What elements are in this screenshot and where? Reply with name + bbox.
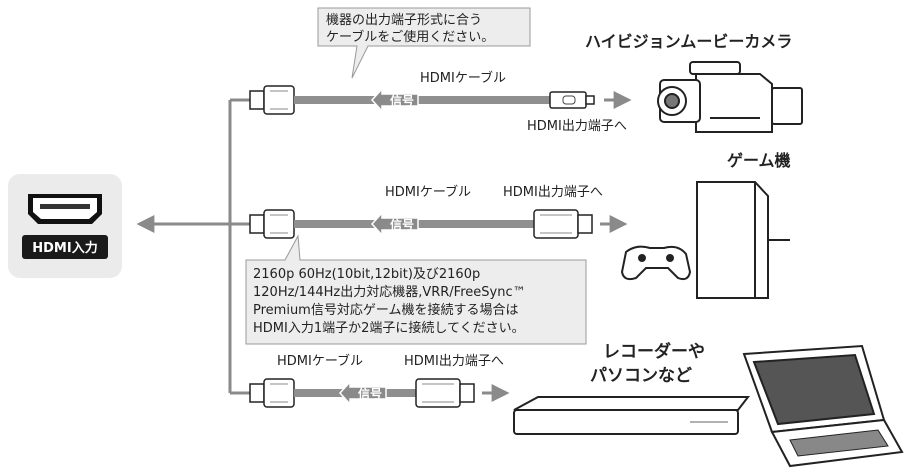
hdmi-port-icon [28, 194, 102, 224]
cable-row-2: 信号 HDMIケーブル HDMI出力端子へ [249, 184, 628, 239]
port-label: HDMI出力端子へ [527, 119, 627, 134]
hdmi-input-label: HDMI入力 [32, 240, 97, 256]
port-label: HDMI出力端子へ [503, 185, 603, 200]
device-name-camcorder: ハイビジョンムービーカメラ [585, 32, 792, 51]
signal-label: 信号 [390, 217, 414, 232]
signal-label: 信号 [390, 93, 414, 108]
device-name-recorder-line-1: レコーダーや [603, 341, 705, 362]
cable-row-3: 信号 HDMIケーブル HDMI出力端子へ [249, 353, 510, 408]
hdmi-plug-icon [533, 209, 593, 239]
recorder-icon [513, 396, 751, 435]
signal-label: 信号 [358, 386, 382, 401]
hdmi-plug-icon [249, 85, 295, 115]
hdmi-plug-icon [249, 209, 295, 239]
note-middle-line-1: 2160p 60Hz(10bit,12bit)及び2160p [253, 267, 480, 282]
cable-label: HDMIケーブル [385, 184, 471, 200]
note-middle-line-3: Premium信号対応ゲーム機を接続する場合は [253, 302, 518, 318]
mini-hdmi-plug-icon [549, 91, 595, 109]
note-middle-line-2: 120Hz/144Hz出力対応機器,VRR/FreeSync™ [253, 285, 526, 300]
hdmi-plug-icon [249, 378, 295, 408]
device-name-game-console: ゲーム機 [727, 151, 791, 170]
laptop-icon [742, 344, 904, 468]
signal-arrow: 信号 [338, 380, 387, 406]
note-callout-top: 機器の出力端子形式に合う ケーブルをご使用ください。 [317, 7, 531, 79]
cable-label: HDMIケーブル [420, 70, 506, 86]
game-controller-icon [620, 245, 692, 281]
signal-arrow: 信号 [370, 87, 419, 113]
note-middle-line-4: HDMI入力1端子か2端子に接続してください。 [253, 320, 525, 336]
port-label: HDMI出力端子へ [404, 354, 504, 369]
hdmi-plug-icon [415, 378, 475, 408]
signal-arrow: 信号 [370, 211, 419, 237]
note-top-line-1: 機器の出力端子形式に合う [326, 13, 482, 28]
game-console-icon [696, 181, 790, 299]
device-name-recorder-line-2: パソコンなど [590, 366, 692, 386]
camcorder-icon [657, 61, 803, 133]
cable-label: HDMIケーブル [277, 353, 363, 369]
note-top-line-2: ケーブルをご使用ください。 [326, 29, 494, 45]
cable-row-1: 信号 HDMIケーブル HDMI出力端子へ [249, 70, 632, 134]
note-callout-middle: 2160p 60Hz(10bit,12bit)及び2160p 120Hz/144… [245, 234, 587, 345]
tv-hdmi-input-panel: HDMI入力 [8, 174, 122, 278]
